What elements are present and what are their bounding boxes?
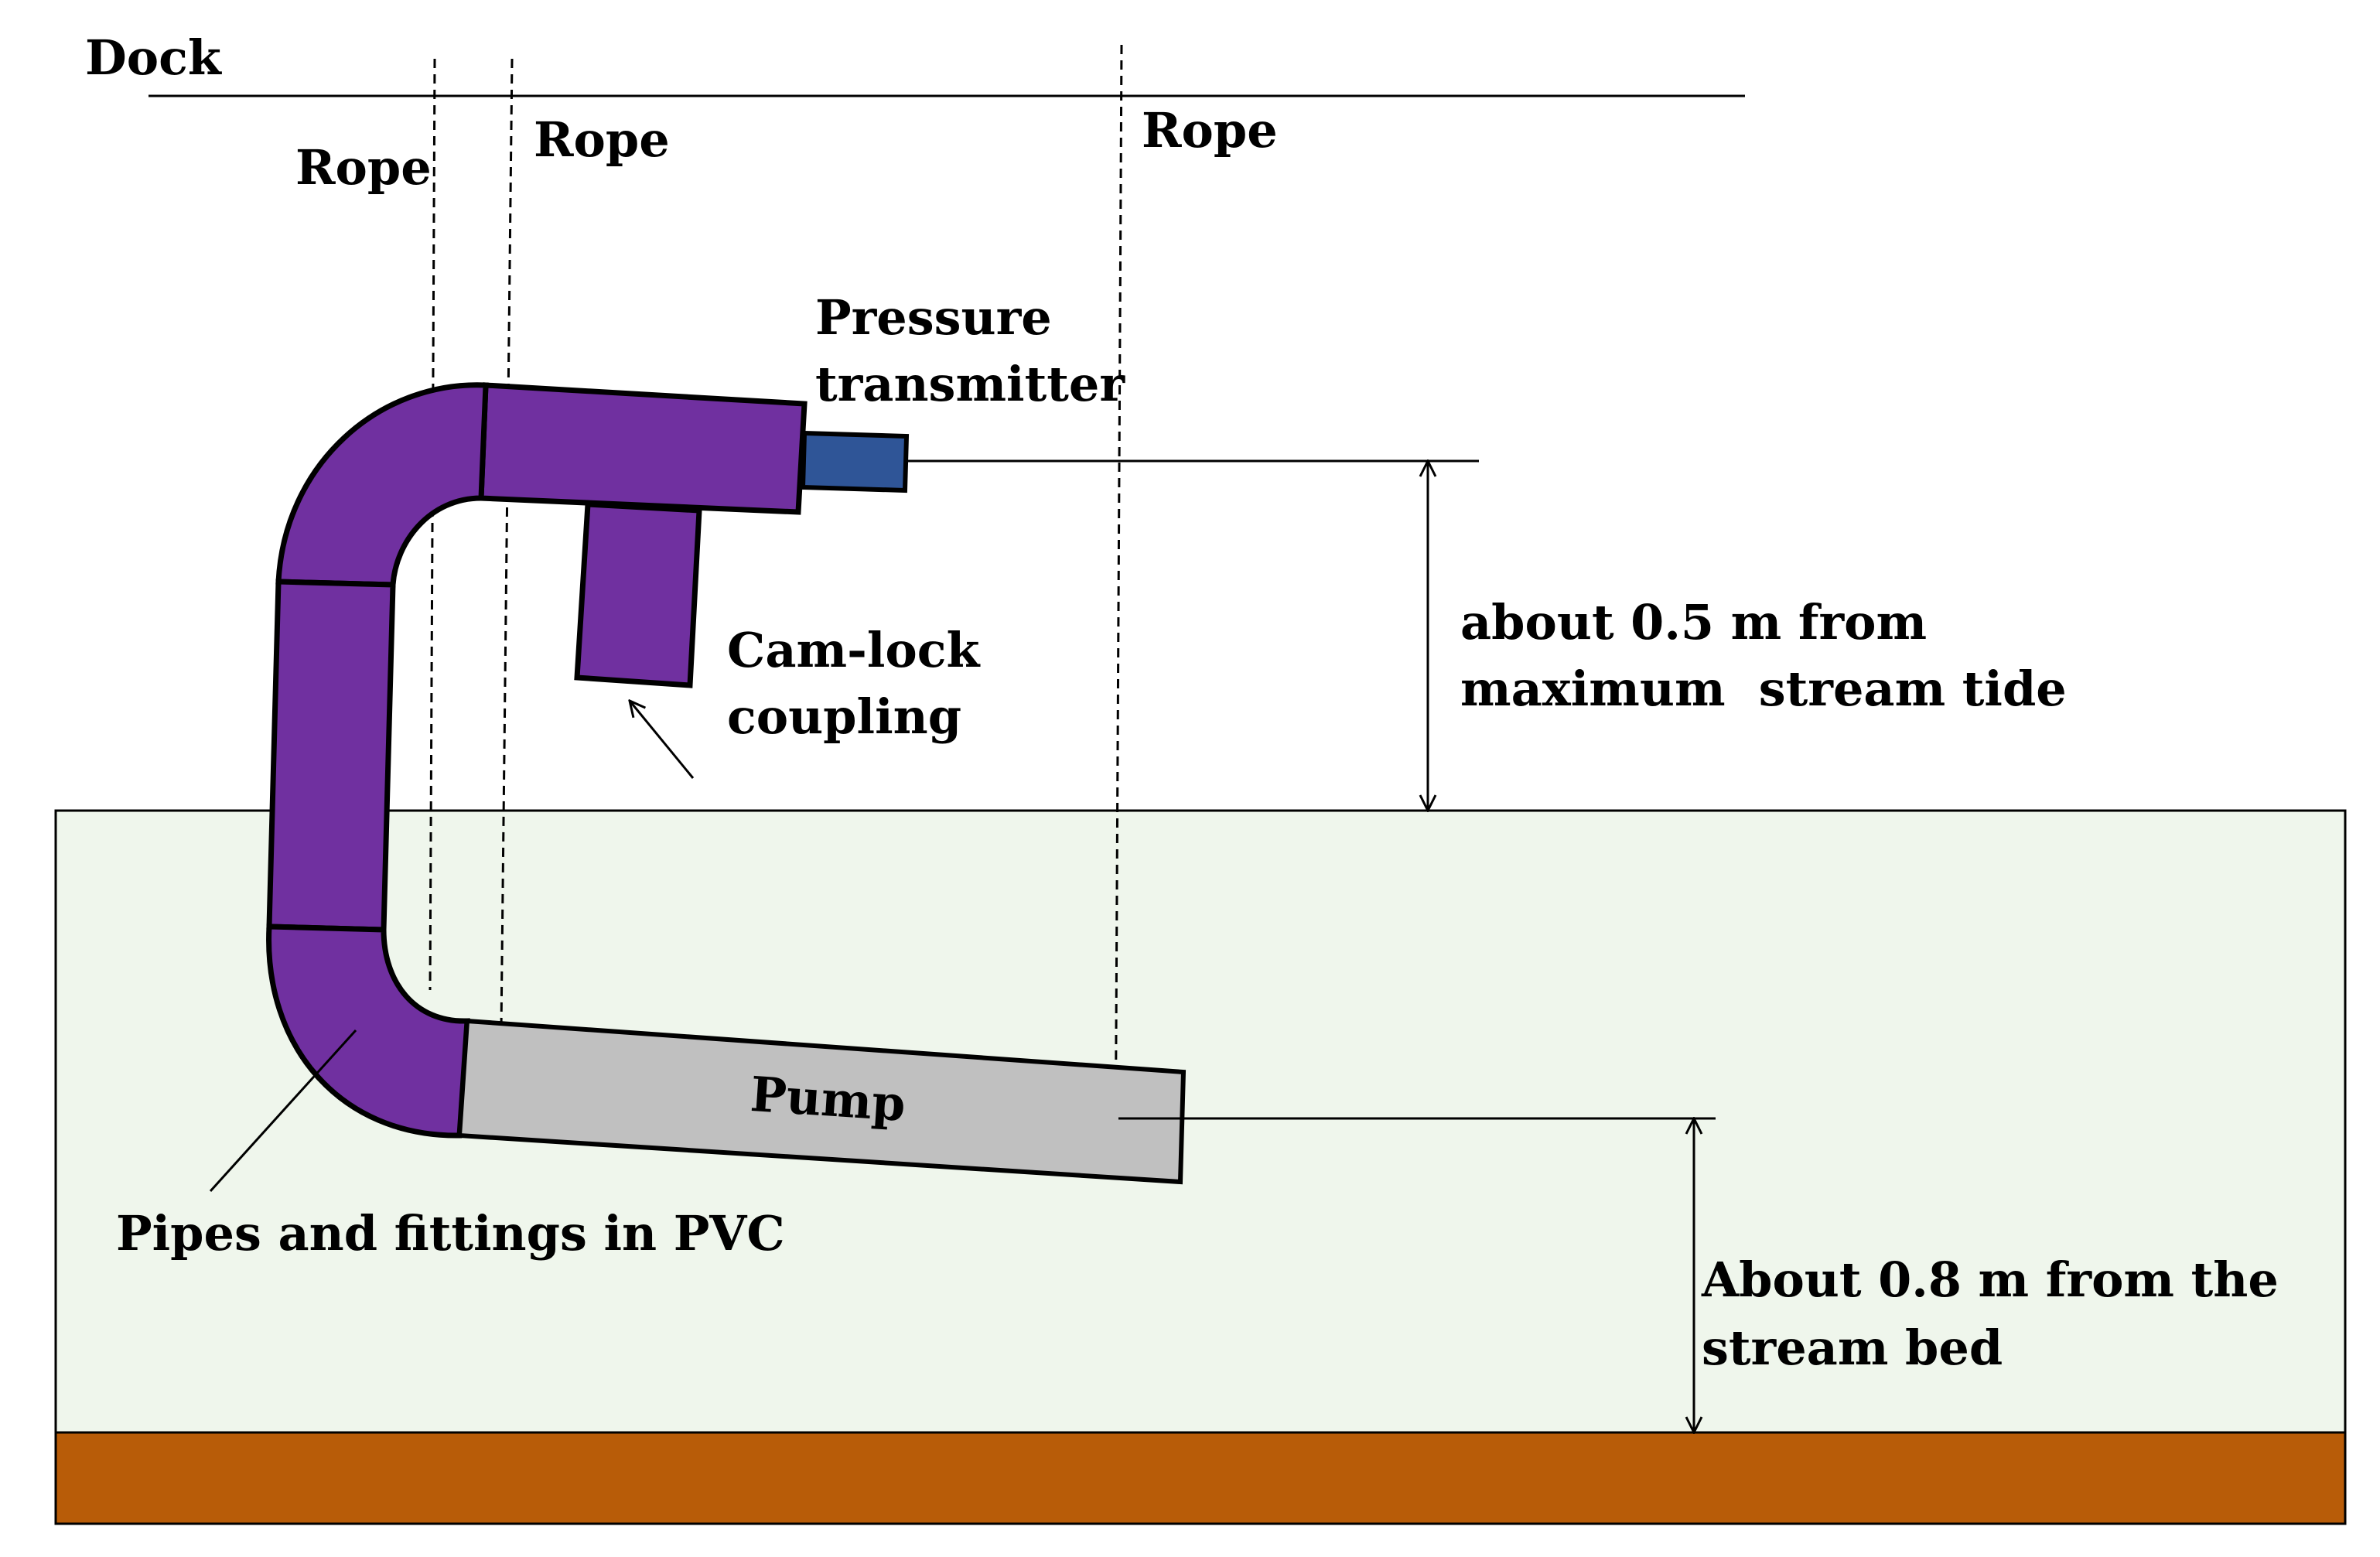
pvc-leader-line	[209, 1029, 357, 1193]
upper-vertical-pipe	[266, 579, 396, 933]
label-upper-dim-1: about 0.5 m from	[1460, 594, 1927, 650]
rope-middle	[500, 58, 514, 1029]
label-camlock-1: Cam-lock	[727, 622, 982, 678]
lower-elbow	[266, 924, 470, 1139]
label-pressure-1: Pressure	[815, 289, 1052, 346]
label-upper-dim-2: maximum stream tide	[1460, 661, 2067, 717]
label-rope-middle: Rope	[534, 111, 670, 168]
label-rope-left: Rope	[295, 139, 432, 196]
label-lower-dim-2: stream bed	[1702, 1320, 2003, 1376]
camlock-arrow	[630, 701, 695, 779]
label-pvc: Pipes and fittings in PVC	[116, 1205, 785, 1262]
label-lower-dim-1: About 0.8 m from the	[1701, 1251, 2279, 1308]
dimension-lower	[1118, 1118, 1716, 1432]
stream-bed	[54, 1431, 2347, 1525]
pressure-transmitter	[800, 430, 910, 493]
label-camlock-2: coupling	[727, 688, 961, 745]
rope-right	[1114, 44, 1123, 1176]
rope-left	[429, 58, 436, 991]
top-horizontal-pipe	[478, 382, 808, 515]
pvc-pipe-assembly	[266, 382, 808, 1139]
label-pump: Pump	[749, 1066, 907, 1132]
label-rope-right: Rope	[1142, 102, 1278, 159]
dimension-upper	[907, 461, 1479, 811]
upper-elbow	[275, 382, 489, 588]
label-pressure-2: transmitter	[815, 356, 1125, 412]
pump-body	[456, 1018, 1187, 1185]
label-dock: Dock	[85, 29, 223, 86]
cam-lock-coupling-part	[574, 501, 702, 688]
